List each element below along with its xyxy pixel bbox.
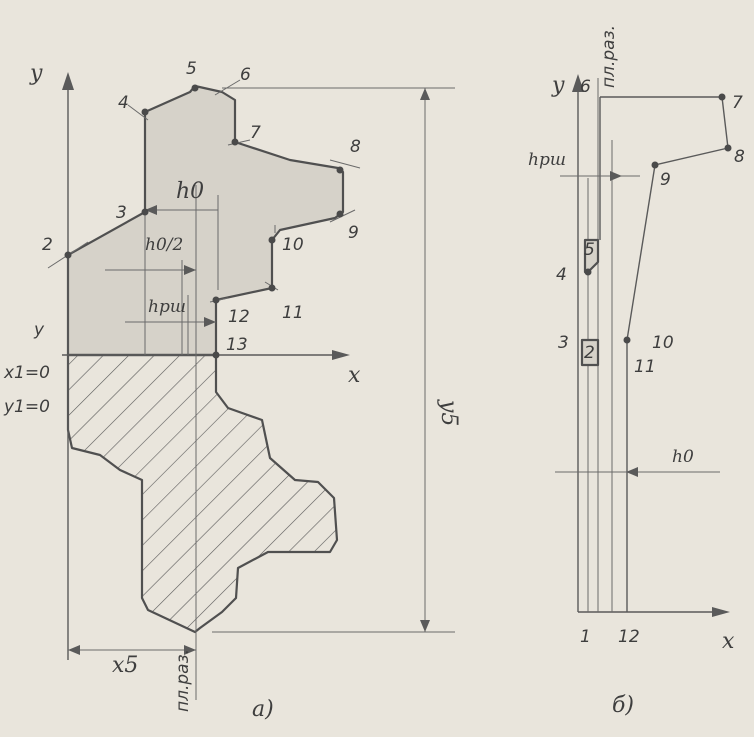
x1-eq-label: x1=0 xyxy=(3,363,50,383)
point-label-b-10: 10 xyxy=(652,333,674,353)
y-axis-label-b: y xyxy=(551,73,565,98)
point-label-b-8: 8 xyxy=(734,147,745,167)
point-label-2: 2 xyxy=(42,235,53,255)
caption-a: а) xyxy=(252,697,274,722)
point-label-13: 13 xyxy=(226,335,248,355)
point-label-5: 5 xyxy=(186,59,197,79)
y1-eq-label: y1=0 xyxy=(3,397,50,417)
caption-b: б) xyxy=(612,693,634,718)
point-label-b-5: 5 xyxy=(584,240,595,260)
origin-y-small: y xyxy=(33,320,45,340)
y-axis-label-a: y xyxy=(29,61,43,86)
x-axis-label-b: x xyxy=(722,629,735,654)
h0-label-b: h0 xyxy=(672,447,694,467)
point-label-12: 12 xyxy=(228,307,250,327)
point-label-b-7: 7 xyxy=(732,93,743,113)
point-label-10: 10 xyxy=(282,235,304,255)
feature-5 xyxy=(583,238,600,274)
point-label-8: 8 xyxy=(350,137,361,157)
point-label-4: 4 xyxy=(118,93,129,113)
pitch-plane-label-b: пл.раз. xyxy=(599,25,619,88)
pitch-plane-label-a: пл.раз. xyxy=(173,649,193,712)
point-label-3: 3 xyxy=(116,203,127,223)
profile-b xyxy=(600,96,729,612)
point-label-7: 7 xyxy=(250,123,261,143)
point-label-b-4: 4 xyxy=(556,265,567,285)
point-label-b-11: 11 xyxy=(634,357,656,377)
point-label-11: 11 xyxy=(282,303,304,323)
point-label-b-1: 1 xyxy=(580,627,591,647)
point-label-b-2: 2 xyxy=(584,343,595,363)
hpsh-label-b: hрш xyxy=(528,150,566,170)
figure-b: y x пл.раз. hрш h0 б) 1 3 4 5 6 7 8 9 10… xyxy=(528,25,745,718)
lower-profile xyxy=(66,353,339,634)
point-label-b-9: 9 xyxy=(660,170,671,190)
point-label-b-12: 12 xyxy=(618,627,640,647)
feature-2 xyxy=(580,338,600,367)
point-label-b-6: 6 xyxy=(580,77,591,97)
y5-label: y5 xyxy=(436,399,461,426)
x5-label: x5 xyxy=(112,653,138,678)
point-label-6: 6 xyxy=(240,65,251,85)
point-label-9: 9 xyxy=(348,223,359,243)
figure-a: y x y x1=0 y1=0 h0 h0/2 hрш y5 x5 пл.раз… xyxy=(3,59,461,722)
h0-half-label: h0/2 xyxy=(145,235,183,255)
h0-label: h0 xyxy=(176,179,204,204)
hpsh-label-a: hрш xyxy=(148,297,186,317)
point-label-b-3: 3 xyxy=(558,333,569,353)
x-axis-label-a: x xyxy=(348,363,361,388)
